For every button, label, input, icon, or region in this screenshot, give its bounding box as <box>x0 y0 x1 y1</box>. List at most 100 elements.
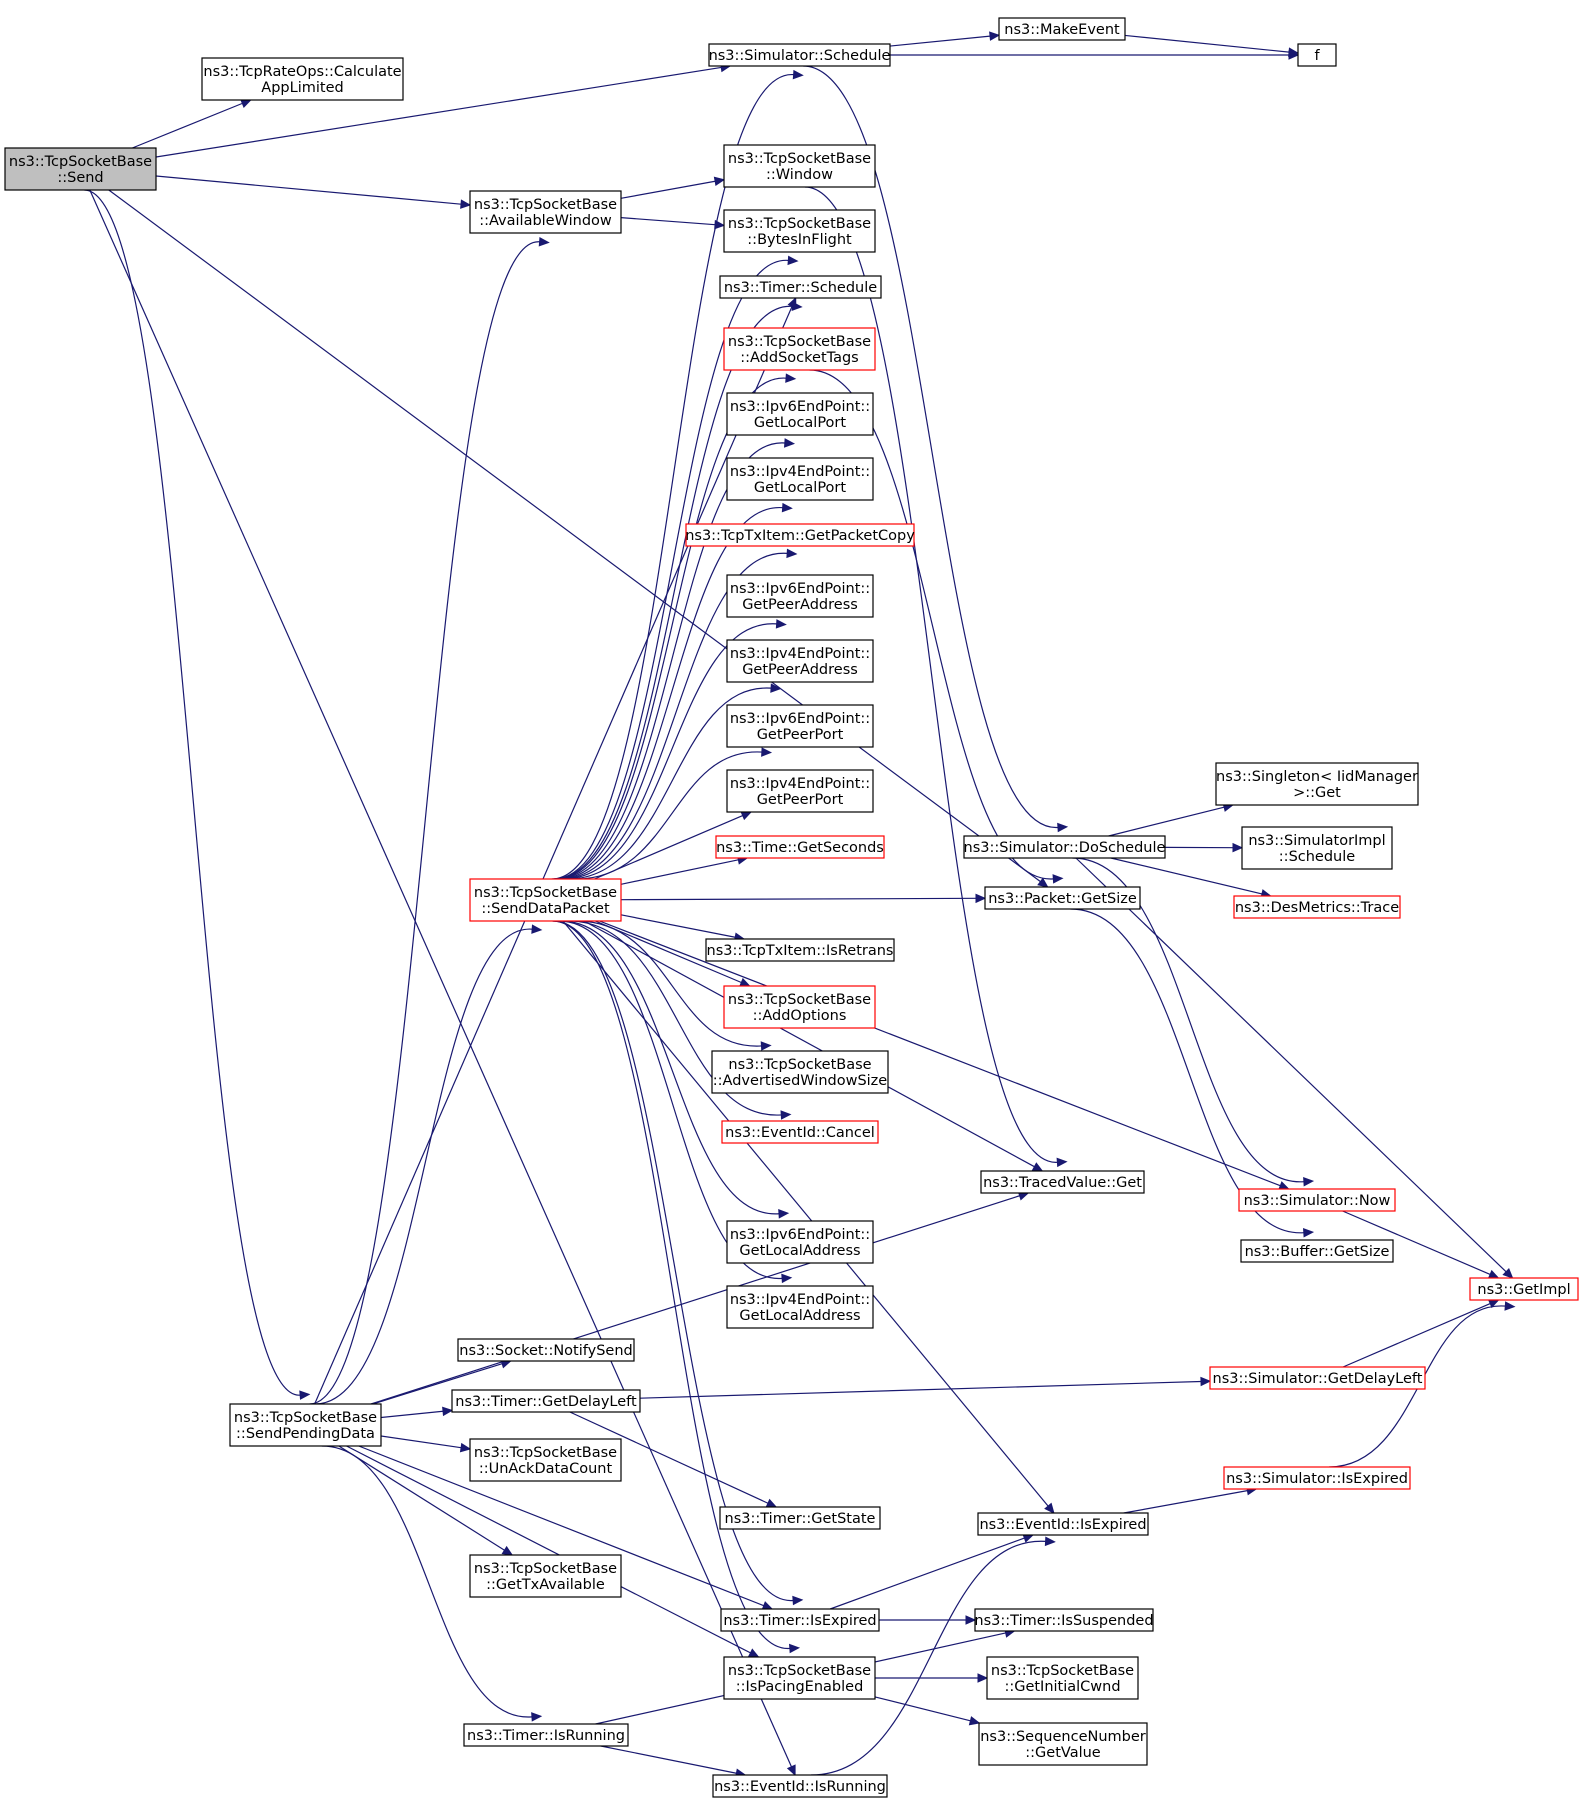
node-box <box>469 190 622 234</box>
edge-availWin-to-bytesInFlight <box>620 217 726 230</box>
edge-isPacing-to-seqGetValue <box>874 1696 981 1726</box>
node-label: ::BytesInFlight <box>747 232 852 248</box>
edge-sendDataPacket-to-simNow <box>599 920 1290 1191</box>
node-eventIsExpired[interactable]: ns3::EventId::IsExpired <box>977 1512 1149 1536</box>
node-desTrace[interactable]: ns3::DesMetrics::Trace <box>1233 895 1401 919</box>
arrowhead-icon <box>1052 874 1064 884</box>
node-ipv4LocalAddr[interactable]: ns3::Ipv4EndPoint::GetLocalAddress <box>726 1285 874 1329</box>
arrowhead-icon <box>761 747 773 757</box>
node-label: ns3::Ipv4EndPoint:: <box>730 646 870 662</box>
node-label: ns3::EventId::IsExpired <box>979 1517 1146 1533</box>
node-addSocketTags[interactable]: ns3::TcpSocketBase::AddSocketTags <box>723 327 876 371</box>
node-send[interactable]: ns3::TcpSocketBase::Send <box>4 147 157 191</box>
edge-doSchedule-to-getImpl <box>1075 857 1514 1279</box>
node-ipv4PeerAddr[interactable]: ns3::Ipv4EndPoint::GetPeerAddress <box>726 639 874 683</box>
edge-line <box>599 920 1281 1187</box>
node-notifySend[interactable]: ns3::Socket::NotifySend <box>457 1338 635 1362</box>
edge-line <box>315 928 533 1405</box>
edge-simGetDelayLeft-to-getImpl <box>1342 1299 1500 1368</box>
edge-line <box>811 1540 1046 1776</box>
edge-line <box>561 920 780 1215</box>
node-label: ns3::TcpTxItem::GetPacketCopy <box>685 528 915 544</box>
arrowhead-icon <box>1278 1181 1290 1191</box>
arrowhead-icon <box>1044 1536 1056 1547</box>
node-getDelayLeft[interactable]: ns3::Timer::GetDelayLeft <box>451 1389 641 1413</box>
node-ipv4LocalPort[interactable]: ns3::Ipv4EndPoint::GetLocalPort <box>726 457 874 501</box>
arrowhead-icon <box>1502 1267 1514 1279</box>
node-advWin[interactable]: ns3::TcpSocketBase::AdvertisedWindowSize <box>711 1050 889 1094</box>
node-f[interactable]: f <box>1297 43 1337 67</box>
node-getPacketCopy[interactable]: ns3::TcpTxItem::GetPacketCopy <box>685 523 915 547</box>
node-addOptions[interactable]: ns3::TcpSocketBase::AddOptions <box>723 985 876 1029</box>
edge-line <box>84 189 301 1396</box>
node-timerGetState[interactable]: ns3::Timer::GetState <box>719 1506 881 1530</box>
edge-sendPending-to-getTxAvail <box>338 1445 514 1556</box>
node-bytesInFlight[interactable]: ns3::TcpSocketBase::BytesInFlight <box>723 209 876 253</box>
node-label: ns3::TcpSocketBase <box>474 1561 617 1577</box>
node-simImplSchedule[interactable]: ns3::SimulatorImpl::Schedule <box>1241 826 1393 870</box>
node-unAck[interactable]: ns3::TcpSocketBase::UnAckDataCount <box>469 1438 622 1482</box>
node-label: ns3::Ipv4EndPoint:: <box>730 1292 870 1308</box>
node-label: ::Schedule <box>1279 849 1355 865</box>
node-label: ::SendPendingData <box>236 1426 375 1442</box>
node-sendPending[interactable]: ns3::TcpSocketBase::SendPendingData <box>229 1403 382 1447</box>
node-seqGetValue[interactable]: ns3::SequenceNumber::GetValue <box>978 1722 1148 1766</box>
node-window[interactable]: ns3::TcpSocketBase::Window <box>723 144 876 188</box>
node-ipv6LocalAddr[interactable]: ns3::Ipv6EndPoint::GetLocalAddress <box>726 1220 874 1264</box>
node-isRetrans[interactable]: ns3::TcpTxItem::IsRetrans <box>705 938 895 962</box>
edge-line <box>1070 908 1304 1234</box>
arrowhead-icon <box>775 619 787 629</box>
node-timerSchedule[interactable]: ns3::Timer::Schedule <box>719 275 882 299</box>
node-timerIsSuspended[interactable]: ns3::Timer::IsSuspended <box>974 1608 1154 1632</box>
node-simGetDelayLeft[interactable]: ns3::Simulator::GetDelayLeft <box>1209 1366 1426 1390</box>
node-ipv6PeerAddr[interactable]: ns3::Ipv6EndPoint::GetPeerAddress <box>726 574 874 618</box>
node-label: ns3::TcpSocketBase <box>728 1057 871 1073</box>
node-label: ::AdvertisedWindowSize <box>713 1073 888 1089</box>
node-label: ::GetTxAvailable <box>486 1577 605 1593</box>
node-ipv4PeerPort[interactable]: ns3::Ipv4EndPoint::GetPeerPort <box>726 769 874 813</box>
node-makeEvent[interactable]: ns3::MakeEvent <box>998 17 1126 41</box>
node-getSeconds[interactable]: ns3::Time::GetSeconds <box>715 835 885 859</box>
edge-send-to-eventIsRunning <box>89 189 796 1777</box>
node-simIsExpired[interactable]: ns3::Simulator::IsExpired <box>1223 1466 1411 1490</box>
node-tracedGet[interactable]: ns3::TracedValue::Get <box>980 1170 1145 1194</box>
node-bufferGetSize[interactable]: ns3::Buffer::GetSize <box>1240 1239 1394 1263</box>
node-eventIsRunning[interactable]: ns3::EventId::IsRunning <box>712 1774 888 1798</box>
edge-eventIsExpired-to-simIsExpired <box>1123 1485 1258 1514</box>
node-singletonGet[interactable]: ns3::Singleton< IidManager >::Get <box>1215 762 1419 806</box>
arrowhead-icon <box>965 1615 977 1625</box>
edge-sendDataPacket-to-ipv4LocalPort <box>558 502 793 880</box>
arrowhead-icon <box>1031 1162 1044 1172</box>
node-doSchedule[interactable]: ns3::Simulator::DoSchedule <box>963 835 1166 859</box>
node-packetGetSize[interactable]: ns3::Packet::GetSize <box>984 886 1141 910</box>
arrowhead-icon <box>1303 1227 1315 1238</box>
node-getImpl[interactable]: ns3::GetImpl <box>1469 1277 1579 1301</box>
node-getInitCwnd[interactable]: ns3::TcpSocketBase::GetInitialCwnd <box>986 1656 1139 1700</box>
node-label: ns3::Packet::GetSize <box>988 891 1137 907</box>
edge-line <box>562 920 1049 1507</box>
node-simNow[interactable]: ns3::Simulator::Now <box>1238 1188 1396 1212</box>
node-ipv6PeerPort[interactable]: ns3::Ipv6EndPoint::GetPeerPort <box>726 704 874 748</box>
node-timerIsRunning[interactable]: ns3::Timer::IsRunning <box>463 1723 629 1747</box>
edge-line <box>889 35 991 47</box>
node-sendDataPacket[interactable]: ns3::TcpSocketBase::SendDataPacket <box>469 878 622 922</box>
node-simSchedule[interactable]: ns3::Simulator::Schedule <box>708 43 891 67</box>
edge-line <box>89 189 792 1768</box>
node-label: ::IsPacingEnabled <box>736 1679 864 1695</box>
node-label: ::Send <box>57 170 103 186</box>
node-box <box>1223 1466 1411 1490</box>
node-timerIsExpired[interactable]: ns3::Timer::IsExpired <box>720 1608 880 1632</box>
arrowhead-icon <box>501 1545 514 1556</box>
node-eventCancel[interactable]: ns3::EventId::Cancel <box>721 1120 879 1144</box>
node-isPacing[interactable]: ns3::TcpSocketBase::IsPacingEnabled <box>723 1656 876 1700</box>
node-label: ns3::SequenceNumber <box>980 1729 1146 1745</box>
edge-line <box>639 1380 1202 1399</box>
node-label: ::AddSocketTags <box>740 350 858 366</box>
node-getTxAvail[interactable]: ns3::TcpSocketBase::GetTxAvailable <box>469 1554 622 1598</box>
node-ipv6LocalPort[interactable]: ns3::Ipv6EndPoint::GetLocalPort <box>726 392 874 436</box>
edge-sendDataPacket-to-simSchedule <box>551 69 804 880</box>
node-availWin[interactable]: ns3::TcpSocketBase::AvailableWindow <box>469 190 622 234</box>
edge-sendPending-to-getDelayLeft <box>380 1406 454 1419</box>
edge-line <box>1124 34 1290 53</box>
